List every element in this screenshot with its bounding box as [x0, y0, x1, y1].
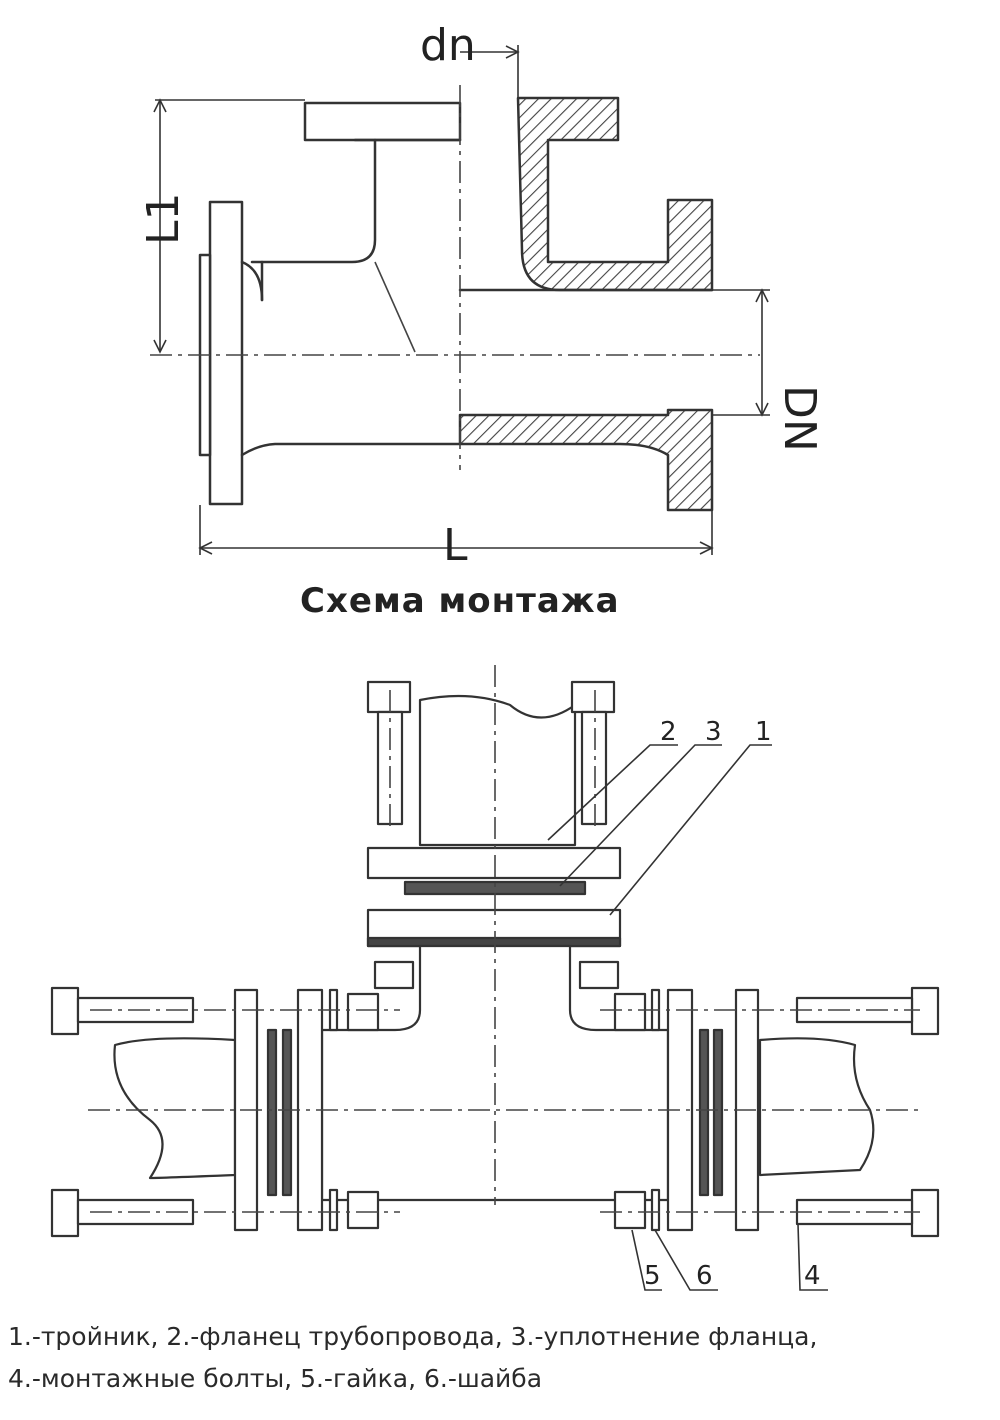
dim-DN-label: DN: [774, 385, 825, 452]
dim-L1-label: L1: [138, 192, 189, 245]
callout-6: 6: [696, 1261, 713, 1291]
dimension-lines: [153, 45, 770, 555]
scheme-center-lines: [88, 665, 920, 1213]
hatched-section-upper: [516, 96, 714, 292]
branch-pipe: [418, 694, 577, 847]
tee-section-drawing: [198, 96, 714, 512]
left-flange: [208, 200, 244, 506]
pipeline-flange-top: [366, 846, 622, 880]
left-pipe: [113, 1037, 237, 1180]
callout-leaders: [547, 744, 828, 1291]
branch-left-wall: [250, 138, 377, 264]
center-lines: [150, 85, 760, 470]
callout-1: 1: [755, 717, 772, 747]
installation-title: Схема монтажа: [300, 581, 620, 621]
hatched-section-lower: [458, 408, 714, 512]
legend-line-1: 1.-тройник, 2.-фланец трубопровода, 3.-у…: [8, 1322, 818, 1351]
callout-5: 5: [644, 1261, 661, 1291]
callout-4: 4: [804, 1261, 821, 1291]
top-flange-outline: [303, 101, 462, 142]
right-pipe: [758, 1037, 875, 1177]
legend-line-2: 4.-монтажные болты, 5.-гайка, 6.-шайба: [8, 1364, 543, 1393]
dim-L-label: L: [443, 520, 468, 571]
callout-2: 2: [660, 717, 677, 747]
dim-dn-label: dn: [420, 20, 476, 71]
callout-3: 3: [705, 717, 722, 747]
